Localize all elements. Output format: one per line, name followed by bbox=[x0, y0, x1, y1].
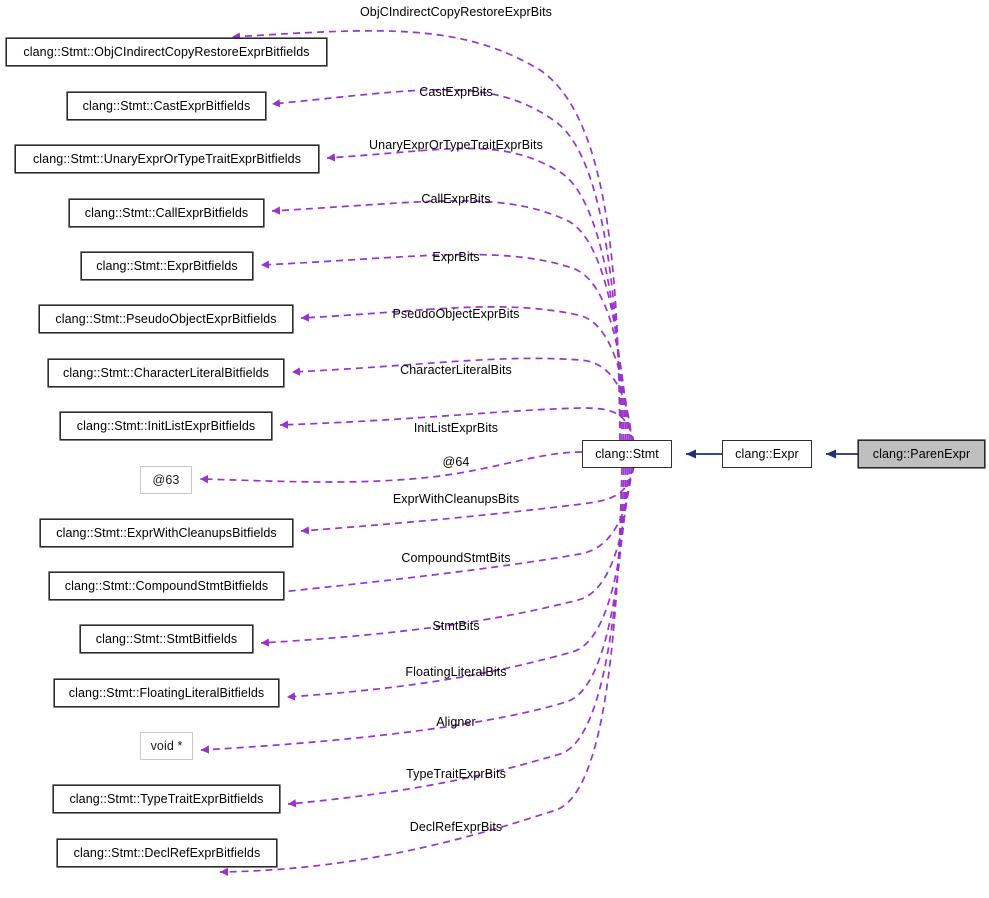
class-node-typetrait[interactable]: clang::Stmt::TypeTraitExprBitfields bbox=[53, 785, 280, 813]
edge-label: ObjCIndirectCopyRestoreExprBits bbox=[359, 5, 553, 19]
class-node-label: void * bbox=[150, 738, 183, 753]
edge-label: InitListExprBits bbox=[413, 421, 499, 435]
edge-label: DeclRefExprBits bbox=[409, 820, 503, 834]
class-node-voidptr[interactable]: void * bbox=[140, 732, 193, 760]
class-node-label: clang::Stmt::CompoundStmtBitfields bbox=[64, 578, 269, 593]
class-node-label: clang::Stmt::UnaryExprOrTypeTraitExprBit… bbox=[32, 151, 302, 166]
class-node-stmtbits[interactable]: clang::Stmt::StmtBitfields bbox=[80, 625, 253, 653]
usage-edge-at63 bbox=[199, 451, 583, 484]
edge-label: StmtBits bbox=[432, 619, 480, 633]
class-node-label: clang::Stmt bbox=[595, 446, 659, 461]
usage-edge-expr bbox=[260, 253, 629, 442]
edge-label: CallExprBits bbox=[421, 192, 491, 206]
class-node-label: clang::Stmt::InitListExprBitfields bbox=[76, 418, 256, 433]
edge-label: CharacterLiteralBits bbox=[400, 363, 512, 377]
class-node-label: clang::Stmt::PseudoObjectExprBitfields bbox=[55, 311, 277, 326]
class-node-cleanups[interactable]: clang::Stmt::ExprWithCleanupsBitfields bbox=[40, 519, 293, 547]
edge-label: Aligner bbox=[436, 715, 476, 729]
edge-label: FloatingLiteralBits bbox=[405, 665, 507, 679]
class-node-compound[interactable]: clang::Stmt::CompoundStmtBitfields bbox=[49, 572, 284, 600]
class-node-cast[interactable]: clang::Stmt::CastExprBitfields bbox=[67, 92, 266, 120]
usage-edge-typetrait bbox=[287, 467, 625, 808]
class-node-objc[interactable]: clang::Stmt::ObjCIndirectCopyRestoreExpr… bbox=[6, 38, 327, 66]
edge-label: CompoundStmtBits bbox=[401, 551, 511, 565]
edge-label: PseudoObjectExprBits bbox=[392, 307, 520, 321]
class-node-pseudo[interactable]: clang::Stmt::PseudoObjectExprBitfields bbox=[39, 305, 293, 333]
class-node-label: clang::ParenExpr bbox=[872, 446, 971, 461]
edge-label: UnaryExprOrTypeTraitExprBits bbox=[369, 138, 543, 152]
edge-label: @64 bbox=[442, 455, 470, 469]
edge-label: TypeTraitExprBits bbox=[406, 767, 506, 781]
usage-edge-voidptr bbox=[200, 467, 627, 754]
edge-label: ExprBits bbox=[432, 250, 480, 264]
class-node-parenexpr[interactable]: clang::ParenExpr bbox=[858, 440, 985, 468]
class-node-call[interactable]: clang::Stmt::CallExprBitfields bbox=[69, 199, 264, 227]
class-node-initlist[interactable]: clang::Stmt::InitListExprBitfields bbox=[60, 412, 272, 440]
class-node-unary[interactable]: clang::Stmt::UnaryExprOrTypeTraitExprBit… bbox=[15, 145, 319, 173]
class-node-label: clang::Stmt::DeclRefExprBitfields bbox=[73, 845, 261, 860]
class-node-exprclass[interactable]: clang::Expr bbox=[722, 440, 812, 468]
edge-label: ExprWithCleanupsBits bbox=[392, 492, 520, 506]
class-node-floatlit[interactable]: clang::Stmt::FloatingLiteralBitfields bbox=[54, 679, 279, 707]
class-node-charlit[interactable]: clang::Stmt::CharacterLiteralBitfields bbox=[48, 359, 284, 387]
class-node-label: @63 bbox=[152, 472, 180, 487]
class-node-declref[interactable]: clang::Stmt::DeclRefExprBitfields bbox=[57, 839, 277, 867]
class-node-expr[interactable]: clang::Stmt::ExprBitfields bbox=[81, 252, 253, 280]
class-node-at63[interactable]: @63 bbox=[140, 466, 192, 494]
class-node-label: clang::Stmt::FloatingLiteralBitfields bbox=[68, 685, 265, 700]
class-node-label: clang::Stmt::TypeTraitExprBitfields bbox=[69, 791, 264, 806]
class-node-label: clang::Stmt::StmtBitfields bbox=[95, 631, 238, 646]
class-node-label: clang::Stmt::ExprBitfields bbox=[96, 258, 238, 273]
class-node-label: clang::Stmt::CharacterLiteralBitfields bbox=[63, 365, 269, 380]
class-node-label: clang::Stmt::ExprWithCleanupsBitfields bbox=[56, 525, 277, 540]
class-node-label: clang::Stmt::CastExprBitfields bbox=[82, 98, 251, 113]
class-node-label: clang::Stmt::ObjCIndirectCopyRestoreExpr… bbox=[23, 44, 310, 59]
class-node-stmt[interactable]: clang::Stmt bbox=[582, 440, 672, 468]
edge-label: CastExprBits bbox=[419, 85, 493, 99]
class-node-label: clang::Expr bbox=[735, 446, 799, 461]
class-node-label: clang::Stmt::CallExprBitfields bbox=[84, 205, 249, 220]
